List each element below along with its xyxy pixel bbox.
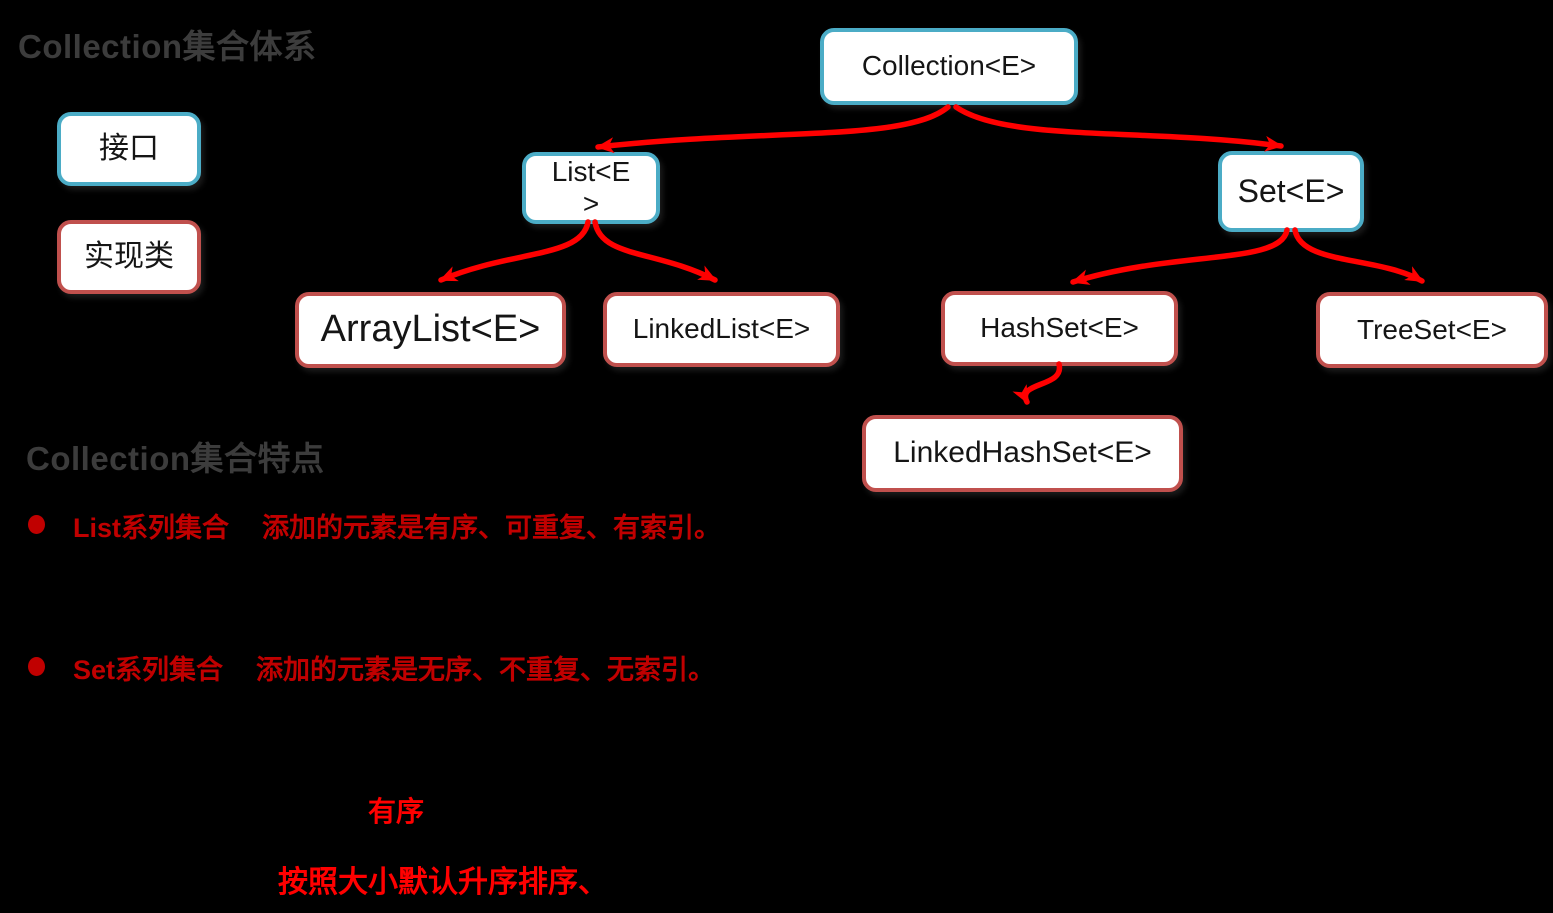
node-set-label: Set<E> xyxy=(1237,173,1345,210)
note-sorted-ascending: 按照大小默认升序排序、 xyxy=(278,866,608,899)
note-ordered: 有序 xyxy=(368,796,425,827)
node-hashset-label: HashSet<E> xyxy=(980,312,1139,344)
node-list-line2: > xyxy=(582,188,600,219)
node-list-line1: List<E xyxy=(551,155,631,187)
bullet-list-series: List系列集合 添加的元素是有序、可重复、有索引。 xyxy=(28,506,721,545)
node-collection-label: Collection<E> xyxy=(861,50,1037,82)
node-set: Set<E> xyxy=(1218,151,1364,232)
node-hashset: HashSet<E> xyxy=(941,291,1178,366)
arrow-collection-to-list xyxy=(595,104,951,154)
title-collection-features: Collection集合特点 xyxy=(26,440,325,477)
bullet-set-text: 添加的元素是无序、不重复、无索引。 xyxy=(256,655,716,685)
arrow-set-to-hashset xyxy=(1070,227,1290,285)
legend-interface-label: 接口 xyxy=(99,131,159,165)
bullet-set-series: Set系列集合 添加的元素是无序、不重复、无索引。 xyxy=(28,648,715,687)
legend-implementation-label: 实现类 xyxy=(84,239,174,273)
node-arraylist-label: ArrayList<E> xyxy=(320,308,541,351)
title-collection-hierarchy: Collection集合体系 xyxy=(18,28,317,65)
node-arraylist: ArrayList<E> xyxy=(295,292,566,368)
node-linkedlist: LinkedList<E> xyxy=(603,292,840,367)
bullet-list-text: 添加的元素是有序、可重复、有索引。 xyxy=(262,513,722,543)
arrow-hashset-to-linkedhashset xyxy=(1012,361,1063,405)
arrow-collection-to-set xyxy=(953,104,1284,152)
node-linkedhashset: LinkedHashSet<E> xyxy=(862,415,1183,492)
arrow-list-to-arraylist xyxy=(438,219,591,283)
node-list: List<E > xyxy=(522,152,660,224)
node-linkedlist-label: LinkedList<E> xyxy=(632,313,811,345)
bullet-set-label: Set系列集合 xyxy=(73,655,224,685)
node-collection: Collection<E> xyxy=(820,28,1078,105)
bullet-list-label: List系列集合 xyxy=(73,513,230,543)
arrow-set-to-treeset xyxy=(1292,227,1425,284)
bullet-dot-icon xyxy=(28,657,45,676)
arrow-list-to-linkedlist xyxy=(592,219,718,283)
legend-implementation-box: 实现类 xyxy=(57,220,201,294)
node-linkedhashset-label: LinkedHashSet<E> xyxy=(893,436,1152,470)
legend-interface-box: 接口 xyxy=(57,112,201,186)
node-treeset-label: TreeSet<E> xyxy=(1357,313,1507,345)
node-list-label: List<E > xyxy=(552,156,631,220)
node-treeset: TreeSet<E> xyxy=(1316,292,1548,368)
bullet-dot-icon xyxy=(28,515,45,534)
